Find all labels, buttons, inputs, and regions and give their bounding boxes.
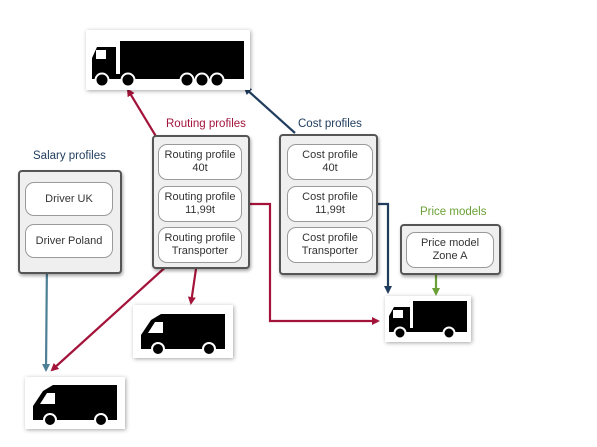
transporter-van-icon [33,385,117,427]
profile-sublabel: 11,99t [315,204,345,216]
profile-sublabel: 11,99t [185,204,215,216]
profile-label: Price model [420,237,480,249]
profile-label: Routing profile [164,232,236,244]
profile-sublabel: Transporter [301,245,359,257]
profile-sublabel: 40t [322,162,338,174]
profile-sublabel: Transporter [171,245,229,257]
routing-profile-1199t[interactable]: Routing profile 11,99t [158,186,242,222]
cost-profile-40t[interactable]: Cost profile 40t [287,144,373,180]
profile-label: Cost profile [302,149,358,161]
price-models-title: Price models [420,206,487,218]
cost-profile-1199t[interactable]: Cost profile 11,99t [287,186,373,222]
semi-trailer-truck-frame [86,30,250,90]
cost-profile-transporter[interactable]: Cost profile Transporter [287,227,373,263]
arrow-salary-driver [42,257,51,372]
profile-sublabel: 40t [192,162,208,174]
salary-profile-driver-uk[interactable]: Driver UK [25,182,113,216]
arrow-cost-40t [243,86,296,134]
profile-label: Routing profile [164,191,236,203]
rigid-truck-frame [385,296,471,342]
rigid-truck-icon [389,301,467,340]
routing-profiles-title: Routing profiles [166,118,246,130]
profile-sublabel: Zone A [432,250,468,262]
profile-label: Cost profile [302,191,358,203]
semi-trailer-truck-icon [92,41,244,88]
arrow-routing-transporter-van [50,262,171,372]
transporter-van-icon [141,314,225,356]
arrow-cost-1199t [374,202,392,294]
arrow-routing-1199t [242,202,380,325]
transporter-van-bottom-frame [25,377,125,429]
price-model-zone-a[interactable]: Price model Zone A [406,232,494,268]
profile-label: Cost profile [302,232,358,244]
salary-profile-driver-poland[interactable]: Driver Poland [25,224,113,258]
cost-profiles-title: Cost profiles [298,118,362,130]
profile-label: Driver UK [45,192,93,205]
profile-label: Driver Poland [35,234,103,247]
arrow-routing-40t [126,88,161,144]
routing-profile-40t[interactable]: Routing profile 40t [158,144,242,180]
routing-profile-transporter[interactable]: Routing profile Transporter [158,227,242,263]
salary-profiles-title: Salary profiles [33,150,106,162]
transporter-van-frame [133,305,233,358]
profile-label: Routing profile [164,149,236,161]
